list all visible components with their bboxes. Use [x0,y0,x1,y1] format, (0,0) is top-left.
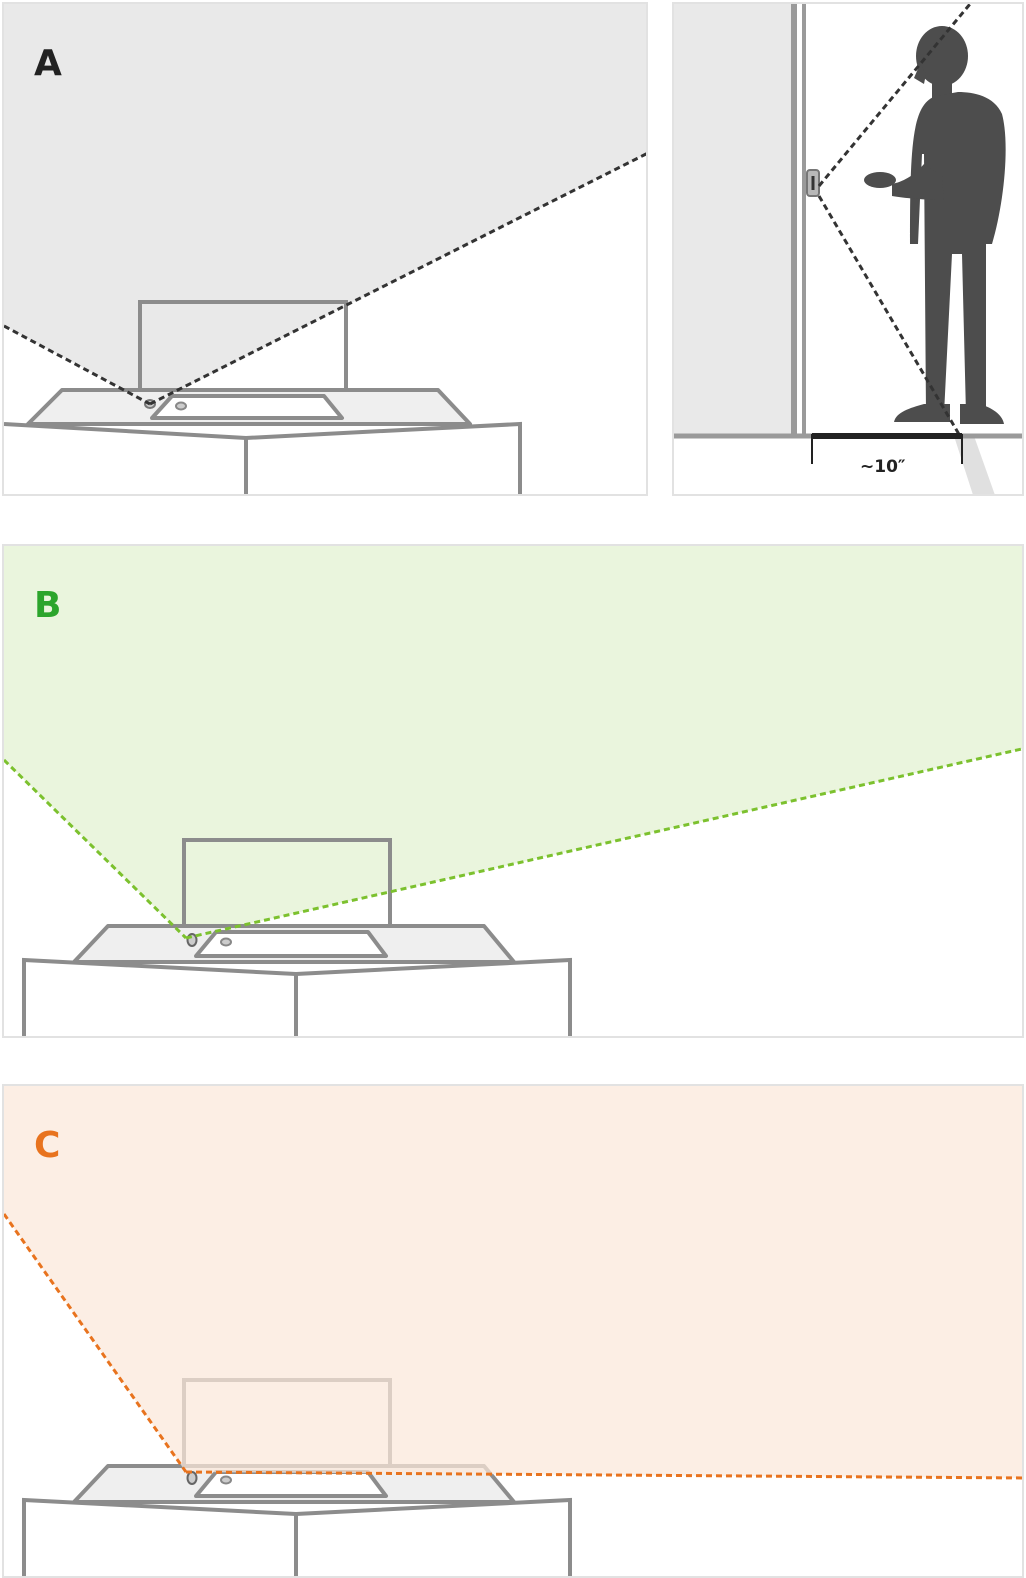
field-boundary-left [4,1213,188,1473]
field-boundary-right [185,1470,1022,1480]
sensor-field-c [4,1086,1022,1478]
secondary-sensor-dot-icon [175,401,187,411]
field-boundary-left [4,758,188,940]
panel-a: A [2,2,648,496]
desk-body [4,421,522,494]
keyboard [150,394,344,420]
wall [674,4,794,434]
secondary-sensor-dot-icon [220,937,232,947]
panel-label-a: A [34,43,62,84]
floor-shadow [954,436,995,494]
panel-label-c: C [34,1125,61,1166]
panel-label-b: B [34,585,62,626]
side-view-diagram: ~10″ [674,4,1022,494]
secondary-sensor-dot-icon [220,1475,232,1485]
panel-b-diagram [4,546,1022,1036]
motion-sensor-dot-icon [186,1471,198,1485]
standing-person-silhouette-icon [864,26,1006,424]
panel-c-diagram [4,1086,1022,1576]
panel-b: B [2,544,1024,1038]
motion-sensor-dot-icon [186,933,198,947]
keyboard [194,930,388,958]
sensor-field-a [4,4,646,404]
field-boundary-right [185,747,1022,940]
side-field-lower [817,195,962,437]
sensor-field-b [4,546,1022,938]
panel-a-diagram [4,4,646,494]
panel-a-side-view: ~10″ [672,2,1024,496]
field-boundary-left [4,324,151,406]
field-boundary-right [149,152,646,406]
panel-c: C [2,1084,1024,1578]
measurement-label: ~10″ [860,457,906,477]
